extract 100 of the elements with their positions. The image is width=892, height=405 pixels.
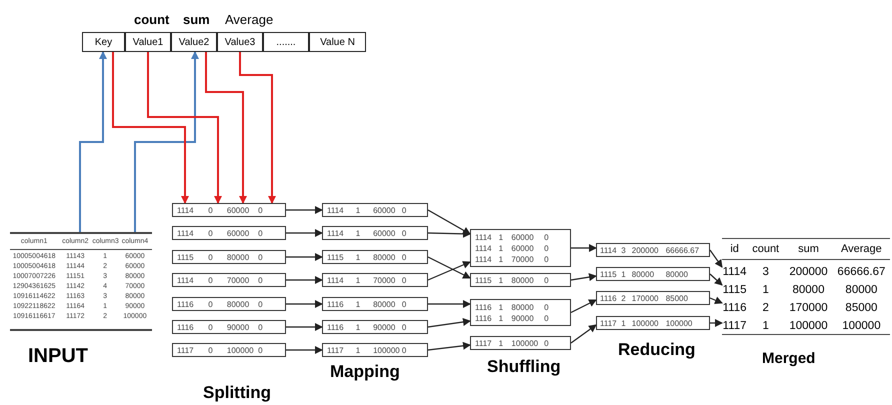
record-box [596, 316, 710, 330]
record-box [322, 203, 428, 217]
arrow [710, 296, 723, 304]
table-cell-text: 1114 [600, 244, 618, 256]
arrow [428, 209, 471, 235]
arrow [286, 206, 323, 214]
arrow [147, 52, 222, 204]
table-cell-text: 0 [258, 252, 264, 262]
table-cell-text: 0 [544, 302, 550, 312]
record-field: Key [82, 32, 125, 52]
table-cell-text: 1114 [475, 242, 493, 254]
table-cell-text: 1115 [177, 252, 195, 262]
table-cell-text: 1 [356, 322, 362, 332]
record-box [172, 343, 286, 357]
table-cell-text: 0 [208, 204, 214, 216]
arrow [286, 229, 323, 237]
table-cell-text: 1 [356, 344, 362, 356]
record-box [322, 343, 428, 357]
table-cell-text: 1116 [177, 298, 195, 310]
table-cell-text: 100000 [511, 338, 540, 348]
record-box [470, 299, 571, 326]
arrow [428, 261, 471, 281]
record-box [596, 291, 710, 305]
table-cell-text: 0 [402, 322, 408, 332]
table-cell-text: 1 [356, 228, 362, 238]
table-cell-text: 90000 [373, 322, 396, 332]
table-cell-text: 0 [544, 254, 550, 264]
table-cell-text: 1114 [327, 204, 345, 216]
table-cell-text: 80000 [632, 268, 656, 280]
table-cell-text: 1 [356, 252, 362, 262]
arrow [79, 51, 107, 232]
table-cell-text: 0 [258, 322, 264, 332]
table-cell-text: 85000 [844, 301, 878, 316]
arrow [428, 230, 471, 238]
field-caption: sum [183, 12, 210, 27]
table-cell-text: 80000 [511, 274, 535, 286]
arrow [205, 52, 247, 204]
table-cell-text: 200000 [788, 265, 829, 280]
table-cell-text: 1114 [177, 204, 195, 216]
table-cell-text: 90000 [511, 312, 535, 324]
merged-table [722, 238, 890, 335]
table-cell-text: 1116 [475, 312, 493, 324]
arrow [286, 323, 323, 331]
arrow [570, 324, 597, 344]
table-cell-text: 1117 [722, 319, 748, 334]
table-cell-text: 60000 [373, 228, 396, 238]
table-cell-text: 0 [258, 298, 264, 310]
table-cell-text: 66666.67 [836, 265, 886, 280]
record-box [322, 297, 428, 311]
record-box [322, 250, 428, 264]
record-field: ....... [263, 32, 309, 52]
table-cell-text: 90000 [226, 322, 250, 332]
column-header: count [747, 239, 784, 260]
table-cell-text: 100000 [666, 318, 694, 328]
table-cell-text: 1 [621, 268, 627, 280]
arrow [428, 342, 471, 351]
stage-label: Merged [762, 350, 816, 367]
table-cell-text: 1117 [475, 338, 493, 348]
table-cell-text: 80000 [226, 252, 250, 262]
table-cell-text: 70000 [373, 274, 396, 286]
table-cell-text: 0 [208, 228, 214, 238]
column-header: id [722, 239, 748, 260]
arrow [286, 300, 323, 308]
table-cell-text: 1115 [722, 283, 748, 298]
table-cell-text: 1115 [475, 274, 493, 286]
record-box [322, 273, 428, 287]
table-cell-text: 1114 [177, 274, 195, 286]
table-cell-text: 0 [544, 242, 550, 254]
table-cell-text: 0 [208, 344, 214, 356]
table-cell-text: 1 [498, 312, 504, 324]
table-cell-text: 1 [356, 204, 362, 216]
record-field: Value N [309, 32, 366, 52]
table-cell-text: 0 [402, 204, 408, 216]
table-cell-text: 80000 [373, 298, 396, 310]
table-cell-text: 60000 [373, 204, 396, 216]
arrow [710, 250, 723, 268]
table-cell-text: 80000 [666, 268, 689, 280]
table-cell-text: 0 [402, 274, 408, 286]
arrow [570, 299, 597, 314]
table-cell-text: 2 [761, 301, 770, 316]
table-cell-text: 170000 [788, 301, 829, 316]
table-cell-text: 1117 [600, 318, 618, 328]
table-cell-text: 1117 [327, 344, 345, 356]
table-cell-text: 80000 [373, 252, 396, 262]
arrow [428, 256, 471, 279]
table-cell-text: 100000 [226, 344, 255, 356]
table-cell-text: 200000 [632, 244, 660, 256]
field-caption: count [134, 12, 170, 27]
table-cell-text: 0 [544, 338, 550, 348]
record-field: Value3 [217, 32, 263, 52]
table-cell-text: 1 [356, 298, 362, 310]
record-box [172, 320, 286, 334]
record-box [470, 336, 571, 350]
table-cell-text: 1115 [600, 268, 618, 280]
arrow [571, 244, 597, 252]
arrow [710, 274, 723, 286]
table-cell-text: 0 [544, 232, 550, 242]
table-cell-text: 3 [621, 244, 627, 256]
arrow [428, 300, 471, 308]
table-cell-text: 0 [258, 344, 264, 356]
